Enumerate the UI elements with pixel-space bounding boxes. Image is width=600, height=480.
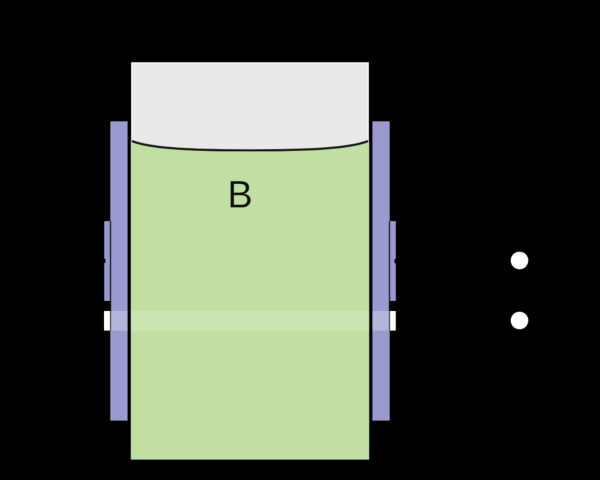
svg-text:B: B xyxy=(227,175,252,217)
